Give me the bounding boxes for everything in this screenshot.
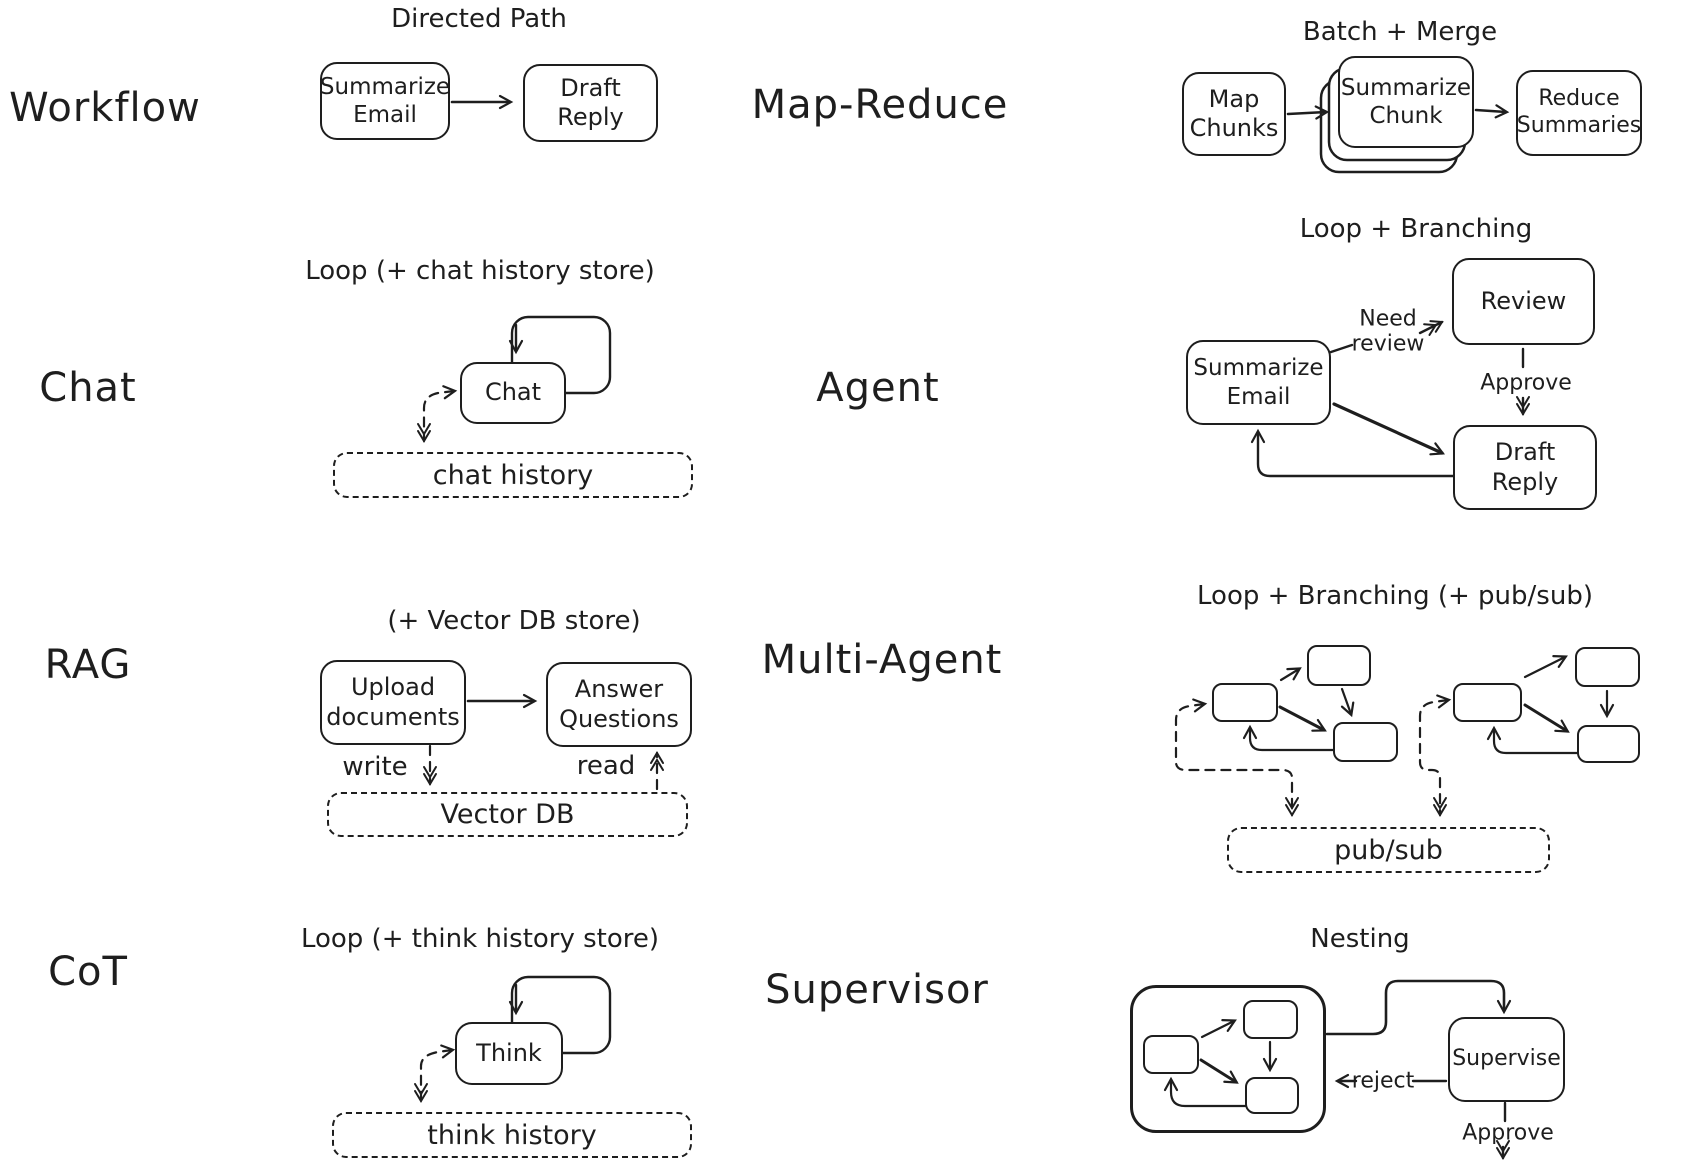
workflow-summarize-email-node: Summarize Email	[320, 62, 450, 140]
summarize-chunk-node: Summarize Chunk	[1338, 56, 1474, 148]
cluster1-pubsub-link	[1174, 698, 1299, 817]
cot-label: CoT	[48, 949, 128, 995]
vector-db-store: Vector DB	[327, 792, 688, 837]
cluster1-left-box	[1212, 683, 1278, 722]
write-edge-label: write	[342, 752, 408, 783]
supervisor-subtitle: Nesting	[1310, 924, 1410, 954]
cluster1-top-to-bottom-arrow	[1340, 687, 1355, 718]
supervisor-label: Supervisor	[765, 967, 989, 1013]
cluster2-left-box	[1453, 683, 1522, 722]
agent-subtitle: Loop + Branching	[1299, 214, 1533, 244]
nested-left-box	[1143, 1035, 1199, 1074]
think-history-store: think history	[332, 1112, 692, 1158]
cot-subtitle: Loop (+ think history store)	[300, 924, 660, 954]
map-to-summarize-arrow	[1286, 105, 1330, 120]
map-reduce-subtitle: Batch + Merge	[1302, 17, 1498, 47]
agent-draft-reply-node: Draft Reply	[1453, 425, 1597, 510]
nested-bottom-box	[1245, 1077, 1299, 1114]
summarize-to-reduce-arrow	[1474, 104, 1510, 119]
map-chunks-node: Map Chunks	[1182, 72, 1286, 156]
chat-history-link	[417, 385, 458, 443]
read-edge-label: read	[576, 751, 636, 782]
cluster2-top-box	[1575, 647, 1640, 687]
supervise-approve-label: Approve	[1462, 1120, 1554, 1146]
summarize-to-draft-arrow	[1332, 402, 1446, 456]
cluster2-bottom-box	[1577, 725, 1640, 763]
chat-node: Chat	[460, 362, 566, 424]
agent-review-node: Review	[1452, 258, 1595, 345]
map-reduce-label: Map-Reduce	[751, 82, 1009, 128]
workflow-draft-reply-node: Draft Reply	[523, 64, 658, 142]
agent-label: Agent	[816, 365, 940, 411]
need-review-edge-start	[1329, 343, 1354, 354]
need-review-edge-label: Need review	[1351, 306, 1425, 357]
cluster2-return	[1486, 725, 1579, 755]
cluster1-left-to-bottom-arrow	[1278, 705, 1327, 732]
think-node: Think	[455, 1022, 563, 1085]
approve-edge-label: Approve	[1480, 370, 1572, 396]
workflow-subtitle: Directed Path	[391, 4, 567, 34]
cluster1-return	[1242, 724, 1335, 752]
cluster2-pubsub-link	[1418, 694, 1452, 817]
answer-questions-node: Answer Questions	[546, 662, 692, 747]
workflow-label: Workflow	[9, 85, 201, 131]
rag-label: RAG	[44, 642, 132, 688]
upload-documents-node: Upload documents	[320, 660, 466, 745]
cluster1-top-box	[1307, 645, 1371, 686]
chat-label: Chat	[39, 365, 137, 411]
nested-left-to-top-arrow	[1200, 1019, 1237, 1039]
chat-history-store: chat history	[333, 452, 693, 498]
cluster1-left-to-top-arrow	[1279, 667, 1302, 682]
nested-agent-frame	[1130, 985, 1326, 1133]
nested-top-box	[1243, 1000, 1298, 1039]
nested-to-supervise-connector	[1325, 979, 1512, 1036]
reject-edge-label: reject	[1351, 1068, 1415, 1094]
multi-agent-subtitle: Loop + Branching (+ pub/sub)	[1197, 581, 1593, 611]
multi-agent-label: Multi-Agent	[761, 637, 1003, 683]
nested-left-to-bottom-arrow	[1199, 1058, 1239, 1084]
agent-summarize-email-node: Summarize Email	[1186, 340, 1331, 425]
cluster2-left-to-bottom-arrow	[1523, 703, 1570, 733]
reduce-summaries-node: Reduce Summaries	[1516, 70, 1642, 156]
chat-subtitle: Loop (+ chat history store)	[305, 256, 655, 286]
think-history-link	[414, 1044, 456, 1103]
nested-return	[1163, 1076, 1247, 1108]
pub-sub-store: pub/sub	[1227, 827, 1550, 873]
supervise-node: Supervise	[1448, 1017, 1565, 1102]
cluster1-bottom-box	[1333, 722, 1398, 762]
cluster2-left-to-top-arrow	[1523, 655, 1568, 679]
rag-subtitle: (+ Vector DB store)	[387, 606, 641, 636]
need-review-edge-arrow	[1418, 320, 1444, 336]
draft-to-summarize-return	[1250, 428, 1455, 478]
